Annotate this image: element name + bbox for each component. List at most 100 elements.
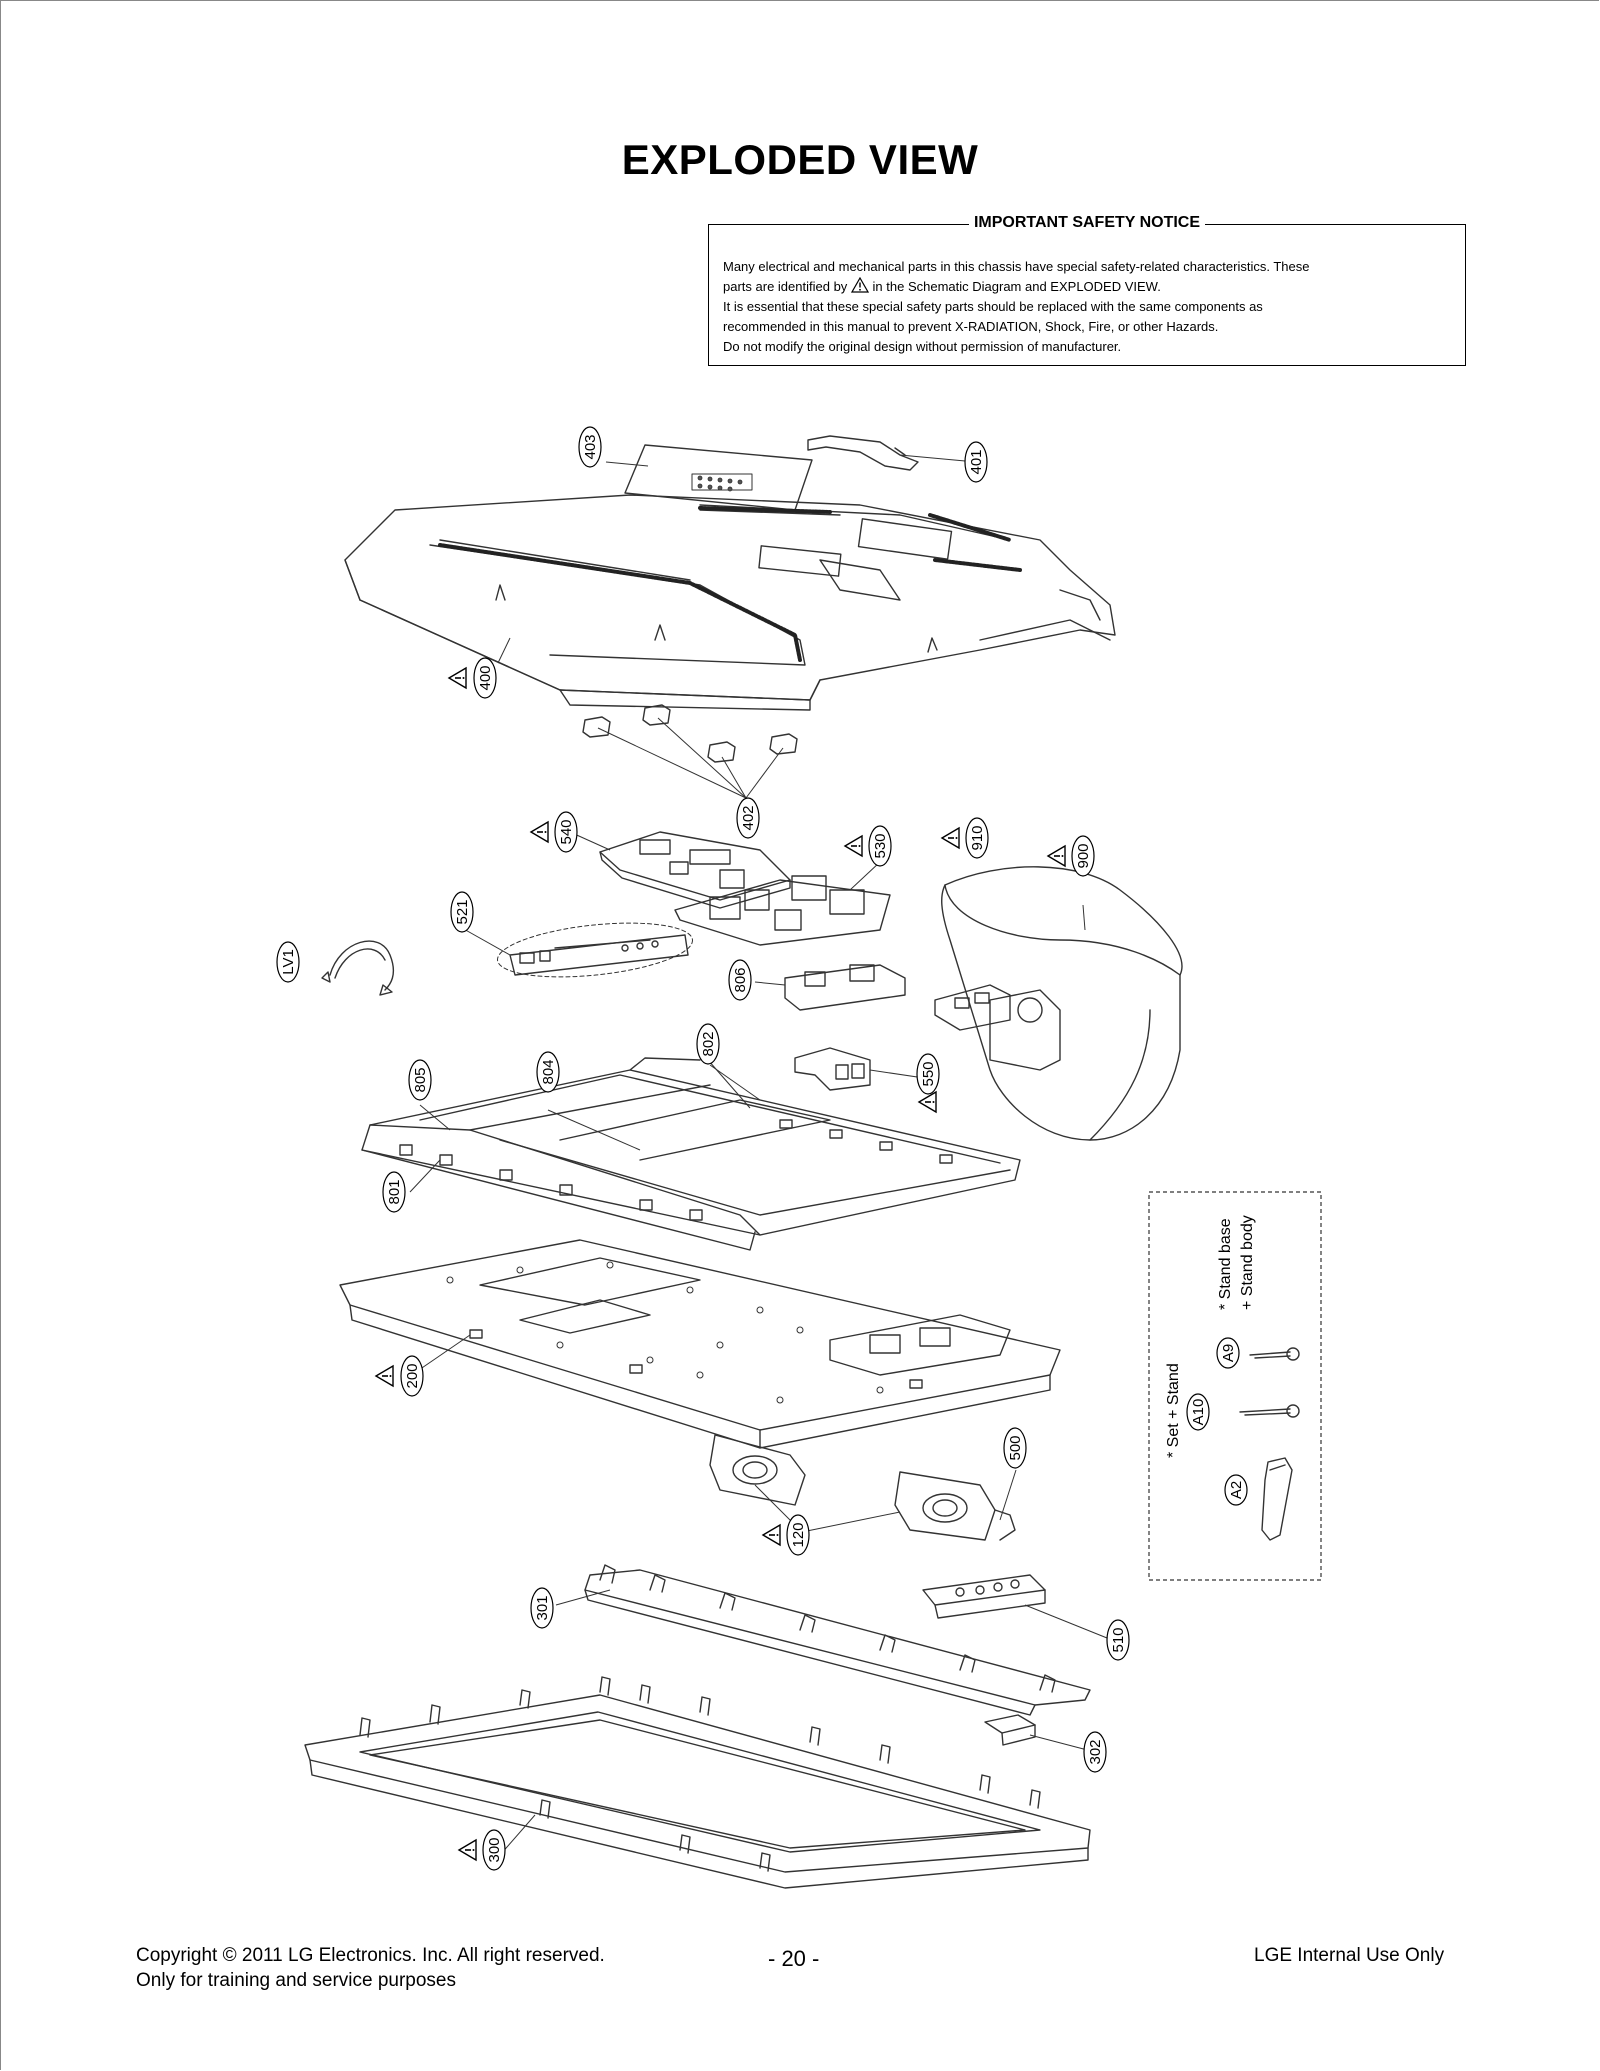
callout-a9-text: A9 [1220, 1344, 1237, 1362]
stand-note-body: + Stand body [1239, 1215, 1256, 1310]
callout-300-warning-icon [458, 1839, 477, 1861]
callout-a2-text: A2 [1228, 1481, 1245, 1499]
part-530-power-board [674, 875, 891, 946]
callout-910: 910 [965, 817, 989, 859]
callout-400-warning-icon [448, 667, 467, 689]
callout-900-warning-icon [1047, 845, 1066, 867]
callout-402: 402 [736, 797, 760, 839]
notice-line-5: Do not modify the original design withou… [723, 339, 1122, 354]
callout-801-text: 801 [386, 1179, 403, 1204]
callout-804-text: 804 [540, 1059, 557, 1084]
callout-a10-text: A10 [1190, 1399, 1207, 1426]
part-400-grille [438, 506, 1022, 662]
part-300-front-cabinet [304, 1676, 1091, 1889]
part-521-bracket [497, 922, 693, 978]
callout-530-warning-icon [844, 835, 863, 857]
part-402-clips [582, 704, 798, 763]
part-540-main-board [599, 831, 791, 909]
part-a9-screw [1249, 1347, 1300, 1361]
warning-triangle-icon [850, 277, 869, 293]
callout-200-warning-icon [375, 1365, 394, 1387]
callout-301: 301 [530, 1587, 554, 1629]
callout-lv1-text: LV1 [280, 949, 297, 975]
callout-805: 805 [408, 1059, 432, 1101]
footer-copyright: Copyright © 2011 LG Electronics. Inc. Al… [136, 1945, 605, 1966]
callout-802-text: 802 [700, 1031, 717, 1056]
callout-300-text: 300 [486, 1837, 503, 1862]
callout-200-text: 200 [404, 1363, 421, 1388]
footer-internal: LGE Internal Use Only [1254, 1945, 1445, 1966]
callout-521-text: 521 [454, 899, 471, 924]
callout-302-text: 302 [1087, 1739, 1104, 1764]
part-frame-assembly [361, 1057, 1021, 1251]
callout-500-text: 500 [1007, 1435, 1024, 1460]
callout-a9: A9 [1216, 1337, 1240, 1369]
callout-120-warning-icon [762, 1524, 781, 1546]
part-a10-screw [1239, 1404, 1300, 1418]
part-a2-stand-body [1261, 1457, 1293, 1541]
callout-500: 500 [1003, 1427, 1027, 1469]
callout-910-warning-icon [941, 827, 960, 849]
part-806-bracket [784, 964, 906, 1011]
part-200-back-plate [339, 1239, 1061, 1449]
callout-403: 403 [578, 426, 602, 468]
callout-a10: A10 [1186, 1393, 1210, 1431]
notice-line-3: It is essential that these special safet… [723, 299, 1263, 314]
callout-550-warning-icon [918, 1091, 937, 1113]
callout-540-text: 540 [558, 819, 575, 844]
callout-510-text: 510 [1110, 1627, 1127, 1652]
notice-line-4: recommended in this manual to prevent X-… [723, 319, 1219, 334]
part-500-speaker-right [894, 1471, 1016, 1541]
footer-page-number: - 20 - [768, 1946, 820, 1971]
callout-lv1: LV1 [276, 941, 300, 983]
callout-805-text: 805 [412, 1067, 429, 1092]
part-301-bracket [584, 1564, 1091, 1716]
callout-301-text: 301 [534, 1595, 551, 1620]
callout-200: 200 [400, 1355, 424, 1397]
callout-900: 900 [1071, 835, 1095, 877]
callout-521: 521 [450, 891, 474, 933]
stand-note-set: * Set + Stand [1165, 1363, 1182, 1458]
part-900-stand [934, 866, 1183, 1141]
leader-lines [409, 454, 1113, 1856]
callout-802: 802 [696, 1023, 720, 1065]
part-401-bracket [807, 435, 919, 471]
part-403-label-plate [624, 444, 813, 511]
part-120-speaker-left [709, 1434, 806, 1506]
callout-806: 806 [728, 959, 752, 1001]
callout-402-text: 402 [740, 805, 757, 830]
callout-a2: A2 [1224, 1474, 1248, 1506]
callout-400: 400 [473, 657, 497, 699]
callout-900-text: 900 [1075, 843, 1092, 868]
callout-403-text: 403 [582, 434, 599, 459]
callout-910-text: 910 [969, 825, 986, 850]
part-550-module [794, 1047, 871, 1091]
part-302-bracket [984, 1714, 1036, 1746]
callout-540-warning-icon [530, 821, 549, 843]
callout-550-text: 550 [920, 1061, 937, 1086]
callout-806-text: 806 [732, 967, 749, 992]
page-title: EXPLODED VIEW [621, 136, 979, 183]
safety-notice-box: IMPORTANT SAFETY NOTICE Many electrical … [708, 214, 1466, 366]
part-lv1-cable [321, 940, 394, 996]
part-callouts: 403 401 400 402 540 530 910 [276, 426, 1248, 1871]
callout-120: 120 [786, 1514, 810, 1556]
part-510-keypad [922, 1574, 1046, 1619]
callout-120-text: 120 [790, 1522, 807, 1547]
callout-804: 804 [536, 1051, 560, 1093]
callout-400-text: 400 [477, 665, 494, 690]
callout-801: 801 [382, 1171, 406, 1213]
callout-530-text: 530 [872, 833, 889, 858]
safety-notice-heading: IMPORTANT SAFETY NOTICE [968, 214, 1206, 231]
callout-530: 530 [868, 825, 892, 867]
stand-note-base: * Stand base [1217, 1218, 1234, 1310]
callout-302: 302 [1083, 1731, 1107, 1773]
callout-510: 510 [1106, 1619, 1130, 1661]
callout-401: 401 [964, 441, 988, 483]
notice-line-2b: in the Schematic Diagram and EXPLODED VI… [872, 279, 1161, 294]
callout-300: 300 [482, 1829, 506, 1871]
callout-550: 550 [916, 1053, 940, 1095]
callout-540: 540 [554, 811, 578, 853]
stand-items-box [1148, 1191, 1322, 1581]
